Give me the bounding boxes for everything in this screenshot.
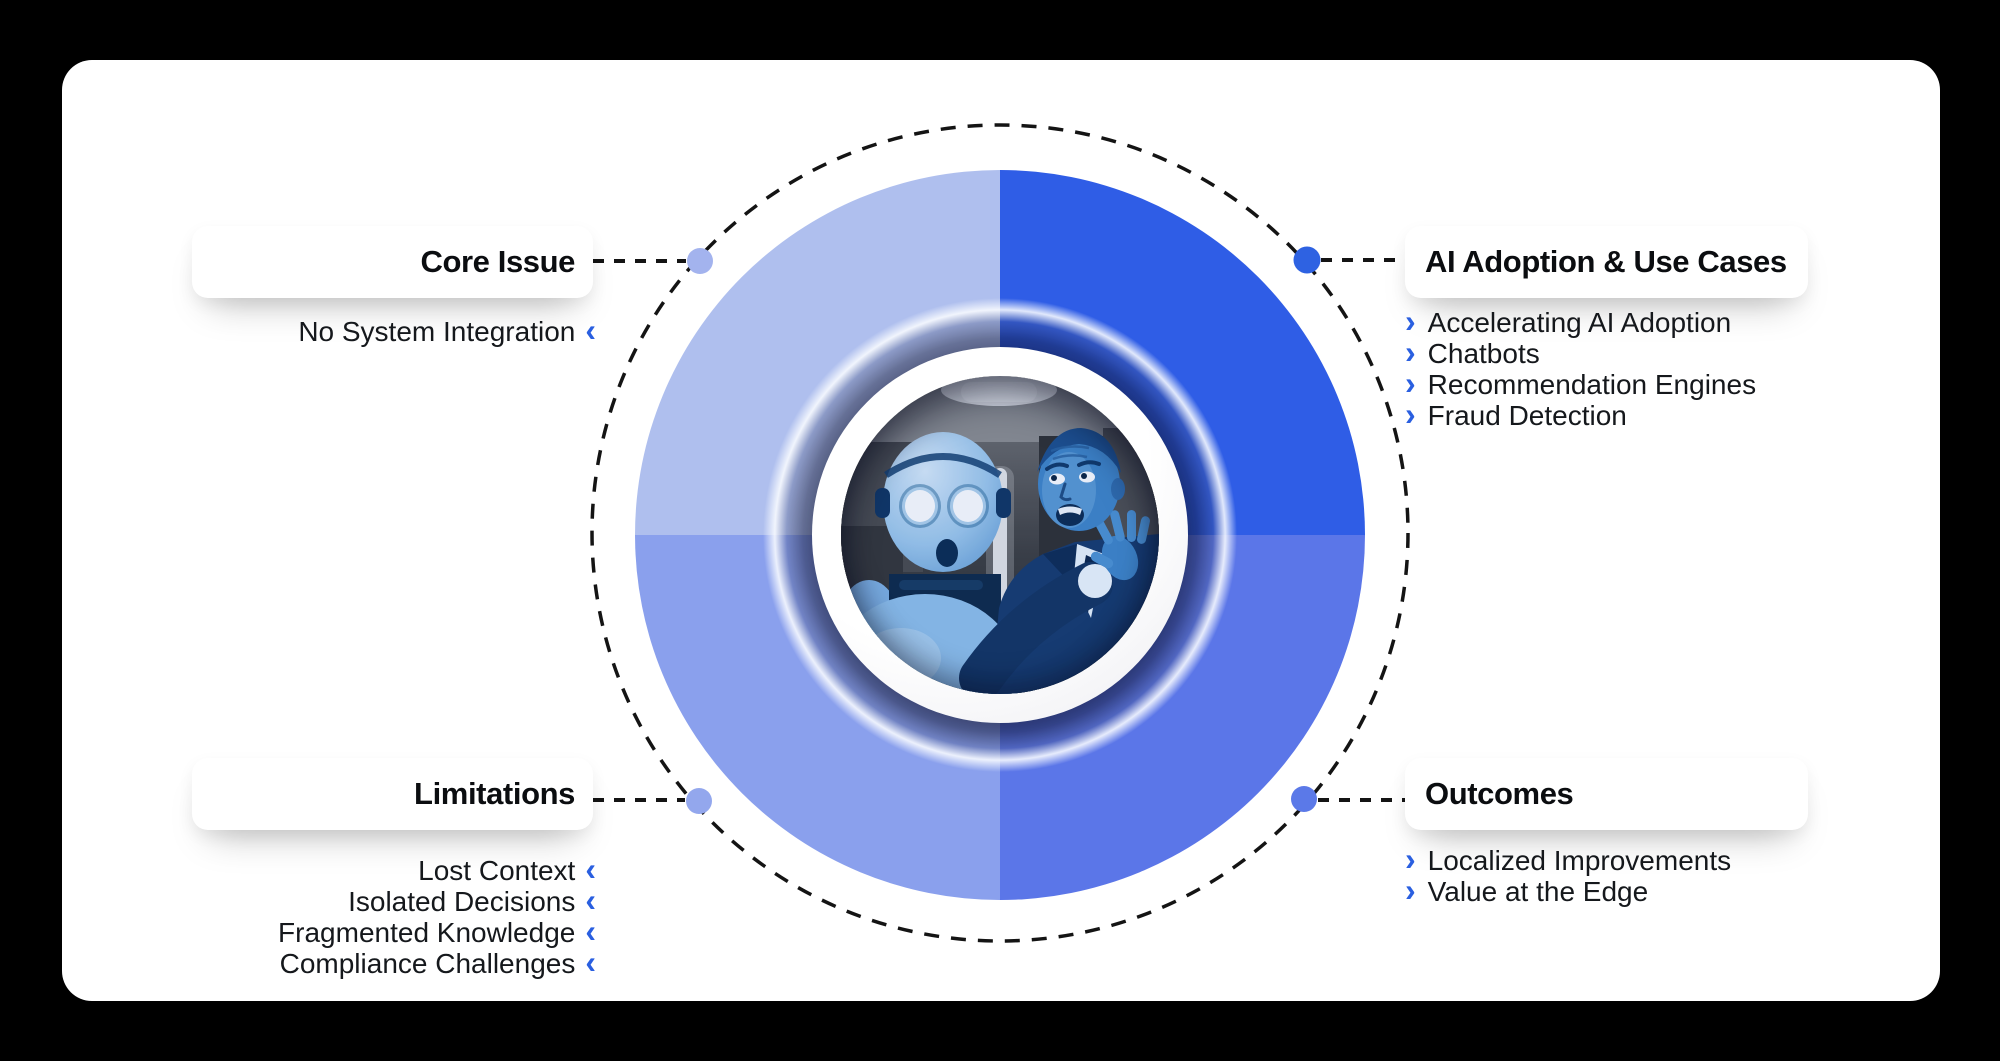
list-item: Compliance Challenges ‹ <box>279 943 596 980</box>
node-dot-outcomes <box>1291 786 1317 812</box>
list-item-label: Fragmented Knowledge <box>278 916 576 948</box>
dashed-orbit-circle <box>590 123 1410 943</box>
list-item: Isolated Decisions ‹ <box>348 881 596 918</box>
list-ai-adoption: › Accelerating AI Adoption › Chatbots › Recom… <box>1405 302 1845 432</box>
card-ai-adoption: AI Adoption & Use Cases <box>1405 226 1808 298</box>
chevron-left-icon: ‹ <box>585 311 596 348</box>
chevron-left-icon: ‹ <box>585 912 596 949</box>
node-dot-limitations <box>686 788 712 814</box>
center-photo <box>841 376 1159 694</box>
list-item-label: Chatbots <box>1427 337 1540 369</box>
chevron-left-icon: ‹ <box>585 850 596 887</box>
card-title-outcomes: Outcomes <box>1425 776 1574 811</box>
card-core-issue: Core Issue <box>192 226 593 298</box>
list-core-issue: No System Integration ‹ <box>192 311 596 348</box>
card-title-core-issue: Core Issue <box>420 244 575 279</box>
chevron-right-icon: › <box>1405 395 1416 432</box>
list-item: Lost Context ‹ <box>418 850 596 887</box>
list-outcomes: › Localized Improvements › Value at the Edg… <box>1405 840 1845 908</box>
list-item-label: Compliance Challenges <box>279 947 576 979</box>
center-photo-ring <box>812 347 1188 723</box>
list-limitations: Lost Context‹Isolated Decisions‹Fragment… <box>192 850 596 980</box>
card-outcomes: Outcomes <box>1405 758 1808 830</box>
list-item-label: Value at the Edge <box>1427 875 1649 907</box>
list-item: Fragmented Knowledge ‹ <box>278 912 596 949</box>
list-item-label: Recommendation Engines <box>1427 368 1757 400</box>
node-dot-core-issue <box>687 248 713 274</box>
list-item-label: Accelerating AI Adoption <box>1427 306 1732 338</box>
list-item-label: Isolated Decisions <box>348 885 576 917</box>
chevron-right-icon: › <box>1405 871 1416 908</box>
list-item: › Value at the Edge <box>1405 871 1649 908</box>
list-item-label: No System Integration <box>298 315 576 347</box>
list-item: › Recommendation Engines <box>1405 364 1757 401</box>
chevron-left-icon: ‹ <box>585 881 596 918</box>
list-item: › Chatbots <box>1405 333 1540 370</box>
list-item: › Localized Improvements <box>1405 840 1732 877</box>
node-dot-ai-adoption <box>1293 246 1321 274</box>
chevron-right-icon: › <box>1405 333 1416 370</box>
list-item-label: Lost Context <box>418 854 576 886</box>
chevron-left-icon: ‹ <box>585 943 596 980</box>
list-item-label: Localized Improvements <box>1427 844 1732 876</box>
robot-and-man-illustration <box>841 376 1159 694</box>
list-item: No System Integration ‹ <box>298 311 596 348</box>
card-title-ai-adoption: AI Adoption & Use Cases <box>1425 244 1787 279</box>
card-limitations: Limitations <box>192 758 593 830</box>
list-item: › Accelerating AI Adoption <box>1405 302 1732 339</box>
chevron-right-icon: › <box>1405 840 1416 877</box>
chevron-right-icon: › <box>1405 364 1416 401</box>
list-item: › Fraud Detection <box>1405 395 1627 432</box>
card-title-limitations: Limitations <box>414 776 575 811</box>
chevron-right-icon: › <box>1405 302 1416 339</box>
list-item-label: Fraud Detection <box>1427 399 1627 431</box>
